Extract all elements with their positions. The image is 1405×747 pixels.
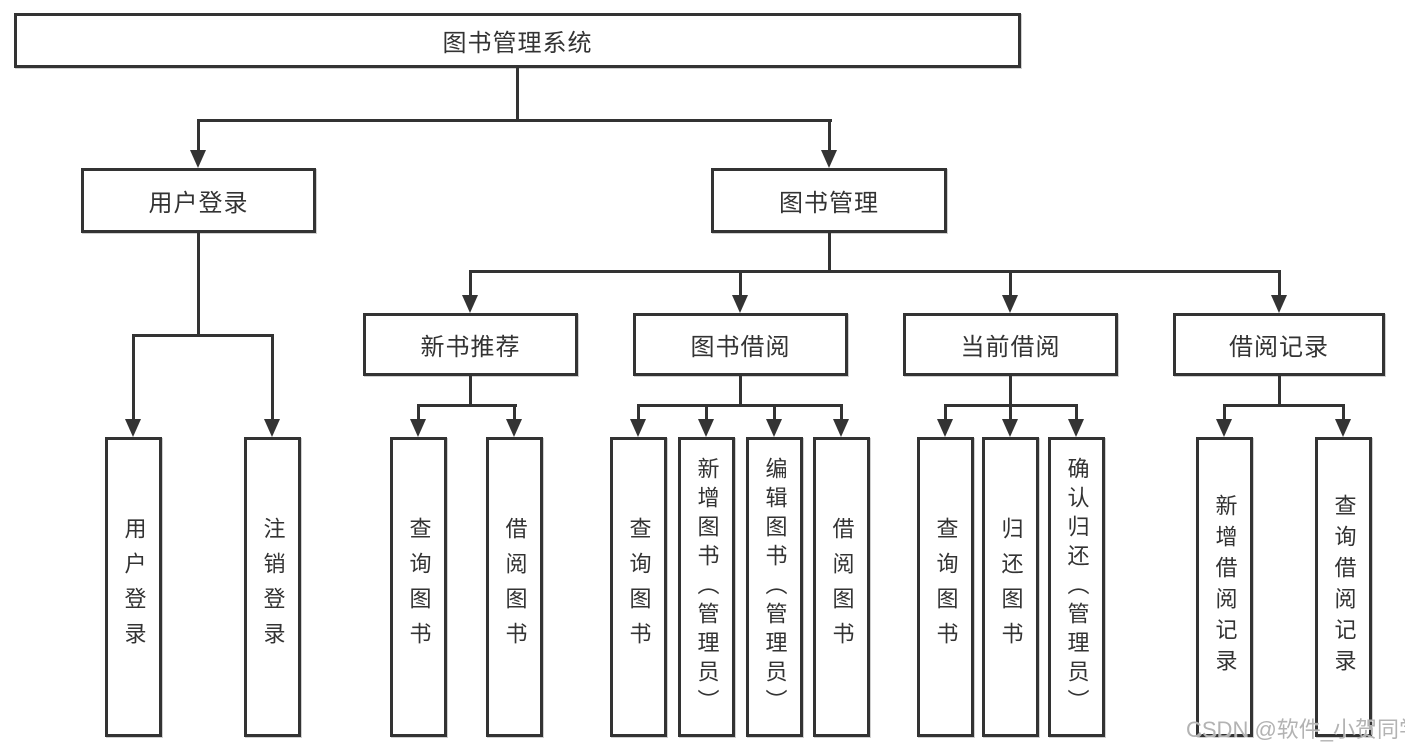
connector-rec-leaf2-stem bbox=[1342, 404, 1345, 419]
connector-records-hline bbox=[1223, 404, 1345, 407]
node-current-borrow: 当前借阅 bbox=[903, 313, 1118, 376]
node-new-book-recommend: 新书推荐 bbox=[363, 313, 578, 376]
node-book-management-label: 图书管理 bbox=[779, 190, 879, 217]
node-new-book-recommend-label: 新书推荐 bbox=[420, 334, 521, 361]
arrowhead-book-mgmt bbox=[821, 150, 837, 168]
arrowhead-bb-leaf4 bbox=[833, 419, 849, 437]
arrowhead-cb-leaf1 bbox=[937, 419, 953, 437]
connector-cb-leaf3-stem bbox=[1075, 404, 1078, 419]
connector-book-mgmt-down bbox=[828, 233, 831, 273]
node-library-system: 图书管理系统 bbox=[14, 13, 1021, 68]
node-library-system-label: 图书管理系统 bbox=[442, 30, 593, 57]
arrowhead-bb-leaf1 bbox=[630, 419, 646, 437]
leaf-borrow-borrow-books-label: 借阅图书 bbox=[829, 517, 855, 657]
connector-bb-leaf4-stem bbox=[840, 404, 843, 419]
connector-user-login-hline bbox=[132, 334, 274, 337]
connector-book-mgmt-stem bbox=[828, 119, 831, 150]
arrowhead-leaf-logout bbox=[264, 419, 280, 437]
arrowhead-bookborrow bbox=[732, 295, 748, 313]
arrowhead-nb-leaf2 bbox=[506, 419, 522, 437]
connector-leaf-logout-stem bbox=[271, 334, 274, 419]
connector-cb-leaf2-stem bbox=[1009, 404, 1012, 419]
leaf-newbook-query-books-label: 查询图书 bbox=[406, 517, 432, 657]
arrowhead-user-login bbox=[190, 150, 206, 168]
connector-cb-leaf1-stem bbox=[944, 404, 947, 419]
leaf-current-query-books: 查询图书 bbox=[917, 437, 974, 737]
arrowhead-leaf-login bbox=[125, 419, 141, 437]
connector-nb-leaf2-stem bbox=[513, 404, 516, 419]
connector-level2-hline bbox=[197, 119, 832, 122]
leaf-newbook-query-books: 查询图书 bbox=[390, 437, 447, 737]
connector-bookborrow-stem bbox=[739, 270, 742, 295]
connector-bookborrow-down bbox=[739, 376, 742, 407]
arrowhead-nb-leaf1 bbox=[410, 419, 426, 437]
connector-nb-leaf1-stem bbox=[417, 404, 420, 419]
node-book-management: 图书管理 bbox=[711, 168, 947, 233]
leaf-current-return-books-label: 归还图书 bbox=[998, 517, 1024, 657]
connector-bookborrow-hline bbox=[637, 404, 843, 407]
connector-bb-leaf2-stem bbox=[705, 404, 708, 419]
arrowhead-bb-leaf2 bbox=[698, 419, 714, 437]
leaf-current-query-books-label: 查询图书 bbox=[933, 517, 959, 657]
leaf-current-confirm-return-admin-label: 确认归还（管理员） bbox=[1064, 456, 1090, 718]
connector-rec-leaf1-stem bbox=[1223, 404, 1226, 419]
arrowhead-currentborrow bbox=[1002, 295, 1018, 313]
connector-records-stem bbox=[1278, 270, 1281, 295]
csdn-watermark: CSDN @软件_小贺同学 bbox=[1186, 717, 1405, 742]
connector-bb-leaf1-stem bbox=[637, 404, 640, 419]
connector-currentborrow-stem bbox=[1009, 270, 1012, 295]
node-user-login-label: 用户登录 bbox=[148, 190, 249, 217]
leaf-borrow-edit-books-admin-label: 编辑图书（管理员） bbox=[762, 456, 788, 718]
leaf-borrow-edit-books-admin: 编辑图书（管理员） bbox=[746, 437, 803, 737]
leaf-logout-label: 注销登录 bbox=[260, 517, 286, 657]
connector-records-down bbox=[1278, 376, 1281, 407]
leaf-borrow-add-books-admin-label: 新增图书（管理员） bbox=[694, 456, 720, 718]
arrowhead-cb-leaf2 bbox=[1002, 419, 1018, 437]
leaf-newbook-borrow-books: 借阅图书 bbox=[486, 437, 543, 737]
node-current-borrow-label: 当前借阅 bbox=[960, 334, 1061, 361]
connector-root-stem bbox=[516, 68, 519, 122]
arrowhead-newbook bbox=[462, 295, 478, 313]
leaf-borrow-query-books: 查询图书 bbox=[610, 437, 667, 737]
connector-user-login-stem bbox=[197, 119, 200, 150]
leaf-records-add-record: 新增借阅记录 bbox=[1196, 437, 1253, 737]
arrowhead-rec-leaf1 bbox=[1216, 419, 1232, 437]
node-user-login: 用户登录 bbox=[81, 168, 316, 233]
leaf-records-query-record-label: 查询借阅记录 bbox=[1331, 494, 1357, 680]
leaf-current-confirm-return-admin: 确认归还（管理员） bbox=[1048, 437, 1105, 737]
arrowhead-bb-leaf3 bbox=[766, 419, 782, 437]
node-book-borrow: 图书借阅 bbox=[633, 313, 848, 376]
connector-user-login-down bbox=[197, 233, 200, 337]
leaf-borrow-query-books-label: 查询图书 bbox=[626, 517, 652, 657]
leaf-user-login: 用户登录 bbox=[105, 437, 162, 737]
connector-newbook-down bbox=[469, 376, 472, 407]
connector-newbook-hline bbox=[417, 404, 517, 407]
leaf-user-login-label: 用户登录 bbox=[121, 517, 147, 657]
node-book-borrow-label: 图书借阅 bbox=[690, 334, 791, 361]
node-borrow-records: 借阅记录 bbox=[1173, 313, 1385, 376]
leaf-newbook-borrow-books-label: 借阅图书 bbox=[502, 517, 528, 657]
leaf-logout: 注销登录 bbox=[244, 437, 301, 737]
leaf-current-return-books: 归还图书 bbox=[982, 437, 1039, 737]
connector-leaf-login-stem bbox=[132, 334, 135, 419]
node-borrow-records-label: 借阅记录 bbox=[1229, 334, 1329, 361]
connector-bb-leaf3-stem bbox=[773, 404, 776, 419]
leaf-records-query-record: 查询借阅记录 bbox=[1315, 437, 1372, 737]
connector-newbook-stem bbox=[469, 270, 472, 295]
arrowhead-rec-leaf2 bbox=[1335, 419, 1351, 437]
connector-currentborrow-down bbox=[1009, 376, 1012, 407]
leaf-records-add-record-label: 新增借阅记录 bbox=[1212, 494, 1238, 680]
arrowhead-cb-leaf3 bbox=[1068, 419, 1084, 437]
leaf-borrow-add-books-admin: 新增图书（管理员） bbox=[678, 437, 735, 737]
leaf-borrow-borrow-books: 借阅图书 bbox=[813, 437, 870, 737]
connector-level3-hline bbox=[469, 270, 1281, 273]
arrowhead-records bbox=[1271, 295, 1287, 313]
